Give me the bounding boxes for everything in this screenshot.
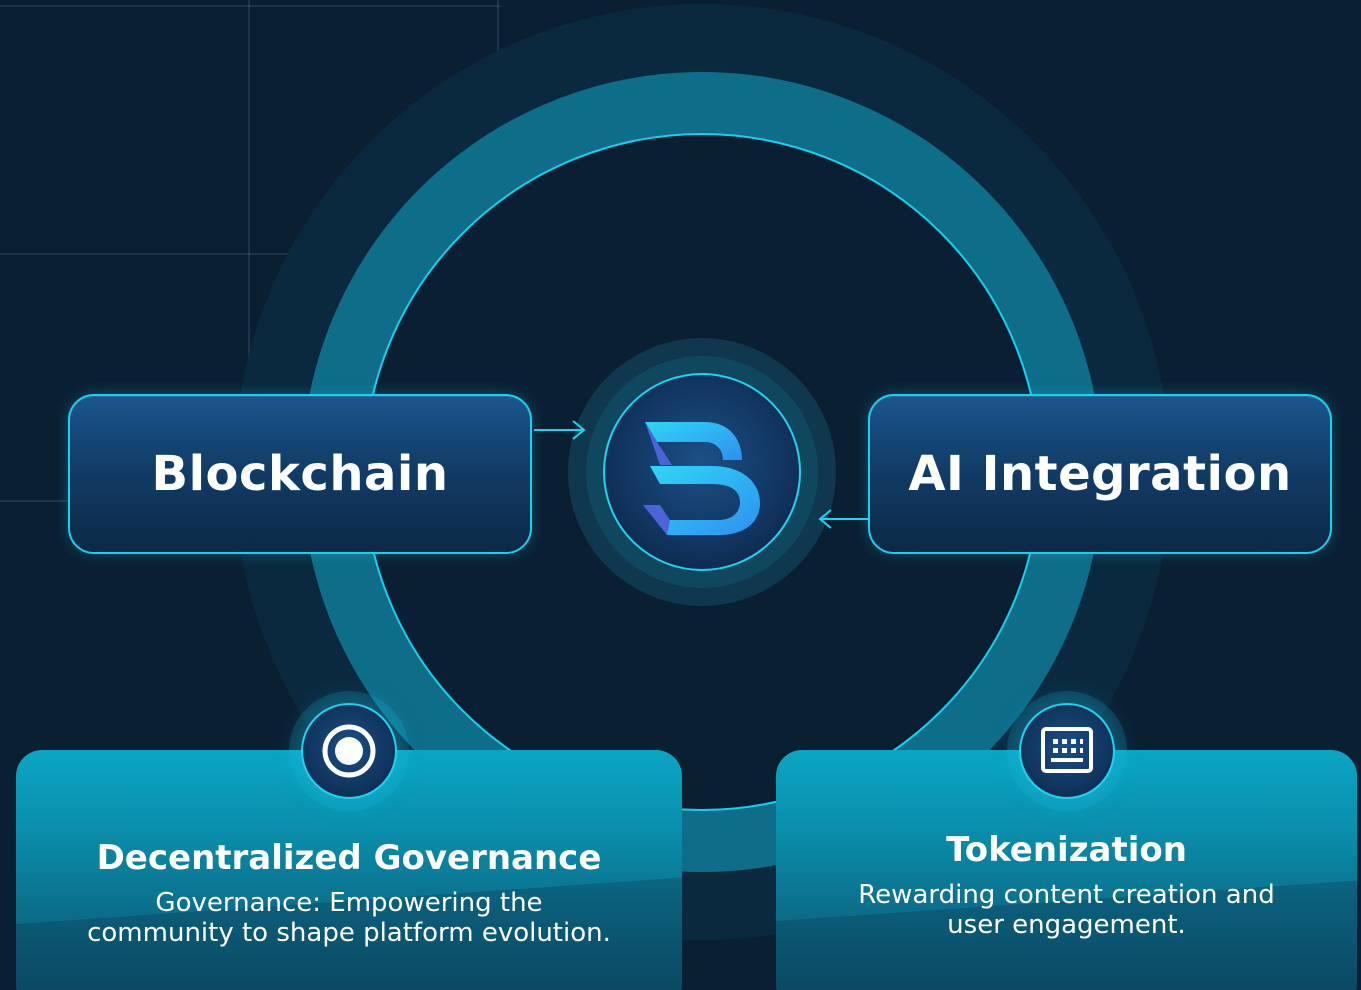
grid-line	[248, 0, 250, 500]
blockchain-node: Blockchain	[68, 394, 532, 554]
tokenization-description-line: user engagement.	[947, 910, 1186, 940]
governance-description: Governance: Empowering the community to …	[56, 888, 642, 948]
tokenization-description-line: Rewarding content creation and	[858, 880, 1275, 910]
governance-description-line: Governance: Empowering the	[155, 888, 543, 918]
grid-line	[0, 5, 500, 7]
radio-target-icon	[322, 724, 376, 778]
ai-integration-label: AI Integration	[908, 446, 1292, 502]
ai-integration-node: AI Integration	[868, 394, 1332, 554]
arrow-ai-to-core	[818, 509, 868, 529]
tokenization-badge	[1019, 703, 1115, 799]
tokenization-title: Tokenization	[946, 830, 1187, 870]
governance-title: Decentralized Governance	[96, 838, 602, 878]
db-logo-icon	[643, 422, 760, 535]
keyboard-grid-icon	[1041, 727, 1093, 773]
governance-badge	[301, 703, 397, 799]
tokenization-card: Tokenization Rewarding content creation …	[776, 750, 1357, 990]
grid-line	[0, 253, 500, 255]
governance-description-line: community to shape platform evolution.	[87, 918, 611, 948]
blockchain-label: Blockchain	[151, 446, 449, 502]
arrow-blockchain-to-core	[534, 420, 586, 440]
tokenization-description: Rewarding content creation and user enga…	[816, 880, 1317, 940]
